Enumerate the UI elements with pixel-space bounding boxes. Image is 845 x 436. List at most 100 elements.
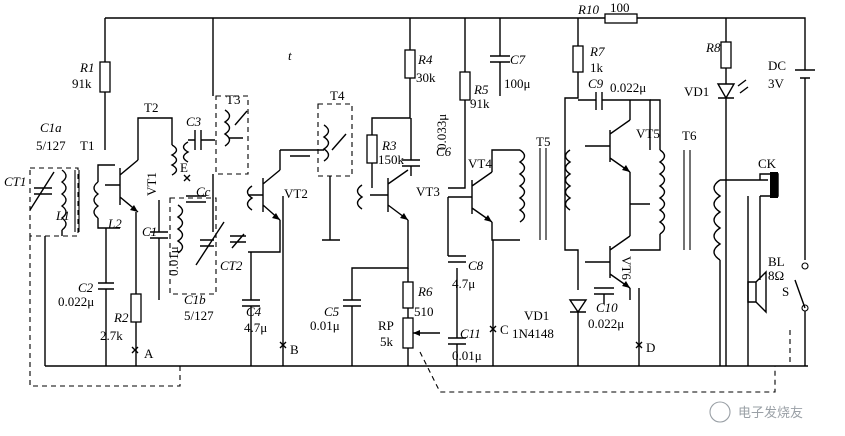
vt56-wiring [629,100,650,300]
t5-secondary [564,149,572,211]
e-node [183,174,191,182]
r4-resistor [404,49,416,79]
r5-wiring [448,18,466,189]
label-c1a-value: 5/127 [36,138,66,153]
ct1-trim-cap [29,171,55,211]
label-bl-value: 8Ω [768,268,784,283]
label-e: E [180,160,188,175]
label-vd1-diode-value: 1N4148 [512,326,554,341]
t4-ground [322,176,340,241]
ck-wiring [747,196,761,366]
watermark-text: 电子发烧友 [738,405,803,420]
r1-resistor [99,61,111,93]
label-vt5: VT5 [636,126,660,141]
label-ct1: CT1 [4,174,26,189]
vt1-symbol [105,159,139,213]
label-t5: T5 [536,134,550,149]
r5-resistor [459,71,471,101]
vt2-symbol [248,169,281,221]
label-vt2: VT2 [284,186,308,201]
label-c8: C8 [468,258,484,273]
label-c4-value: 4.7μ [244,320,267,335]
rp-wiper-arrow [413,330,420,336]
r8-resistor [720,41,732,69]
t6-wiring [630,99,661,251]
vt6-emitter-arrow [622,281,630,288]
t4-coil [322,124,330,162]
label-d: D [646,340,655,355]
label-r5: R5 [473,82,489,97]
label-t2: T2 [144,100,158,115]
r7-wiring [564,18,579,290]
vt4-emitter-arrow [484,215,492,222]
vt1-emitter-arrow [130,205,138,212]
label-ck: CK [758,156,777,171]
label-r2-value: 2.7k [100,328,123,343]
label-c8-value: 4.7μ [452,276,475,291]
label-vt3: VT3 [416,184,440,199]
r4-wiring [371,18,411,135]
r3-resistor [366,134,378,164]
label-a: A [144,346,154,361]
vd1-led [716,79,749,100]
label-c2: C2 [78,280,94,295]
t3-transformer-box [215,95,249,175]
dc-battery [795,69,815,260]
vd1-diode [568,299,588,366]
t6-primary [658,149,666,235]
rp-potentiometer [402,317,414,349]
t4-trim [331,133,347,151]
top-rail [105,17,806,70]
label-t4: T4 [330,88,345,103]
label-c2-value: 0.022μ [58,294,94,309]
label-r10: R10 [577,2,599,17]
vt6-symbol [585,235,631,289]
label-c10: C10 [596,300,618,315]
t3-coil [223,109,231,147]
vt5-symbol [585,119,631,173]
s-switch-blade [794,279,806,366]
label-r4-value: 30k [416,70,436,85]
ck-jack-body [770,172,778,198]
label-vt4: VT4 [468,156,492,171]
r6-resistor [402,281,414,309]
label-r7: R7 [589,44,605,59]
vt2-emitter-arrow [272,213,280,220]
cc-capacitor [186,195,206,203]
c10-capacitor [594,287,614,304]
t2-frame [137,117,173,160]
label-r6-value: 510 [414,304,434,319]
label-c7-value: 100μ [504,76,531,91]
ct2-trim [230,233,246,249]
label-l1: L1 [55,208,70,223]
label-c3: C3 [186,114,202,129]
label-c1a: C1a [40,120,62,135]
label-c1-value: 0.01μ [166,246,181,276]
t5-primary [518,149,526,223]
t6-secondary [713,179,760,366]
c1b-variable-cap [195,221,225,266]
label-c: C [500,322,509,337]
t4-transformer-box [317,103,353,177]
label-italic-t: t [288,48,292,63]
label-b: B [290,342,299,357]
rp-switch-link [419,351,776,393]
label-r3: R3 [381,138,397,153]
vt3-wiring [351,220,409,300]
t1-wiring [44,164,120,366]
label-t1: T1 [80,138,94,153]
label-c11: C11 [460,326,481,341]
label-c5-value: 0.01μ [310,318,340,333]
bl-speaker [747,270,767,314]
label-c9-value: 0.022μ [610,80,646,95]
label-c5: C5 [324,304,340,319]
vt4-wiring [447,149,520,256]
vt5-emitter-arrow [622,165,630,172]
c1b-tuning-box [169,197,217,295]
label-r3-value: 150k [378,152,405,167]
label-l2: L2 [107,216,122,231]
t4-secondary [356,184,364,210]
c8-capacitor [448,255,466,263]
s-switch-top [801,262,809,270]
